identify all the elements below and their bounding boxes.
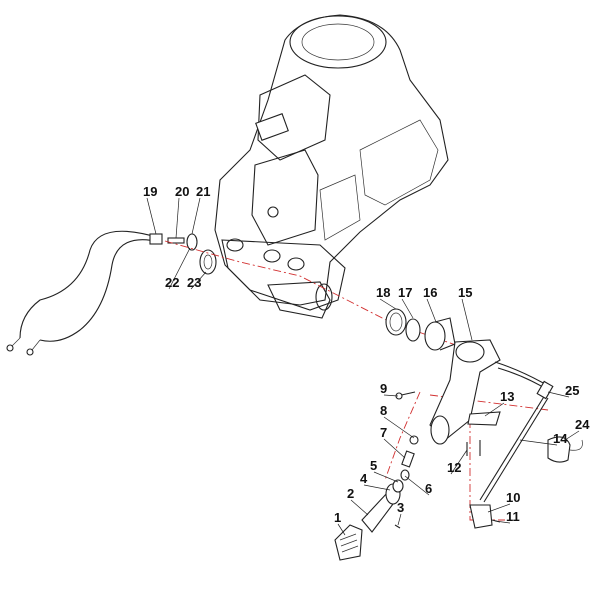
part-number-14: 14 — [553, 431, 568, 446]
callout-leader-14 — [519, 439, 558, 446]
part-number-18: 18 — [376, 285, 390, 300]
part-number-1: 1 — [334, 510, 341, 525]
callout-leader-19 — [146, 197, 157, 235]
tiller-bracket — [429, 339, 549, 445]
seal-parts — [385, 308, 456, 351]
part-number-3: 3 — [397, 500, 404, 515]
part-number-7: 7 — [380, 425, 387, 440]
callout-leader-17 — [401, 298, 414, 319]
part-number-15: 15 — [458, 285, 472, 300]
cable-fittings — [167, 233, 217, 275]
callout-leader-16 — [426, 298, 437, 323]
throttle-cables — [6, 230, 163, 356]
callout-leader-1 — [337, 523, 346, 536]
part-number-25: 25 — [565, 383, 579, 398]
part-number-22: 22 — [165, 275, 179, 290]
callout-leader-18 — [379, 298, 397, 310]
callout-leader-13 — [484, 402, 505, 417]
part-number-6: 6 — [425, 481, 432, 496]
callout-leader-15 — [461, 298, 473, 341]
callout-leader-3 — [397, 513, 402, 526]
callout-leader-12 — [450, 449, 468, 475]
callout-leader-2 — [350, 499, 369, 516]
callout-leader-7 — [383, 438, 406, 459]
callout-leader-24 — [564, 430, 580, 441]
callout-leader-6 — [404, 475, 430, 496]
part-number-4: 4 — [360, 471, 368, 486]
stop-switch-parts — [466, 380, 583, 529]
callout-leader-25 — [547, 391, 570, 398]
part-number-8: 8 — [380, 403, 387, 418]
callout-leader-4 — [363, 484, 391, 491]
part-number-24: 24 — [575, 417, 590, 432]
part-number-23: 23 — [187, 275, 201, 290]
callout-leader-5 — [373, 471, 399, 483]
part-number-17: 17 — [398, 285, 412, 300]
part-number-12: 12 — [447, 460, 461, 475]
callout-leader-10 — [487, 503, 511, 513]
callout-leader-11 — [494, 520, 511, 524]
part-number-13: 13 — [500, 389, 514, 404]
callout-leader-22 — [168, 247, 191, 290]
engine-cowling — [214, 14, 449, 319]
part-number-10: 10 — [506, 490, 520, 505]
callout-leader-8 — [383, 416, 415, 439]
part-number-16: 16 — [423, 285, 437, 300]
throttle-grip-assembly — [334, 391, 419, 561]
part-number-20: 20 — [175, 184, 189, 199]
callout-leader-9 — [383, 394, 399, 397]
part-number-19: 19 — [143, 184, 157, 199]
part-number-2: 2 — [347, 486, 354, 501]
part-number-9: 9 — [380, 381, 387, 396]
callout-leader-20 — [175, 197, 180, 239]
part-number-11: 11 — [506, 509, 520, 524]
callout-leader-21 — [191, 197, 201, 235]
callout-leader-23 — [190, 271, 207, 290]
part-number-5: 5 — [370, 458, 377, 473]
part-number-21: 21 — [196, 184, 210, 199]
